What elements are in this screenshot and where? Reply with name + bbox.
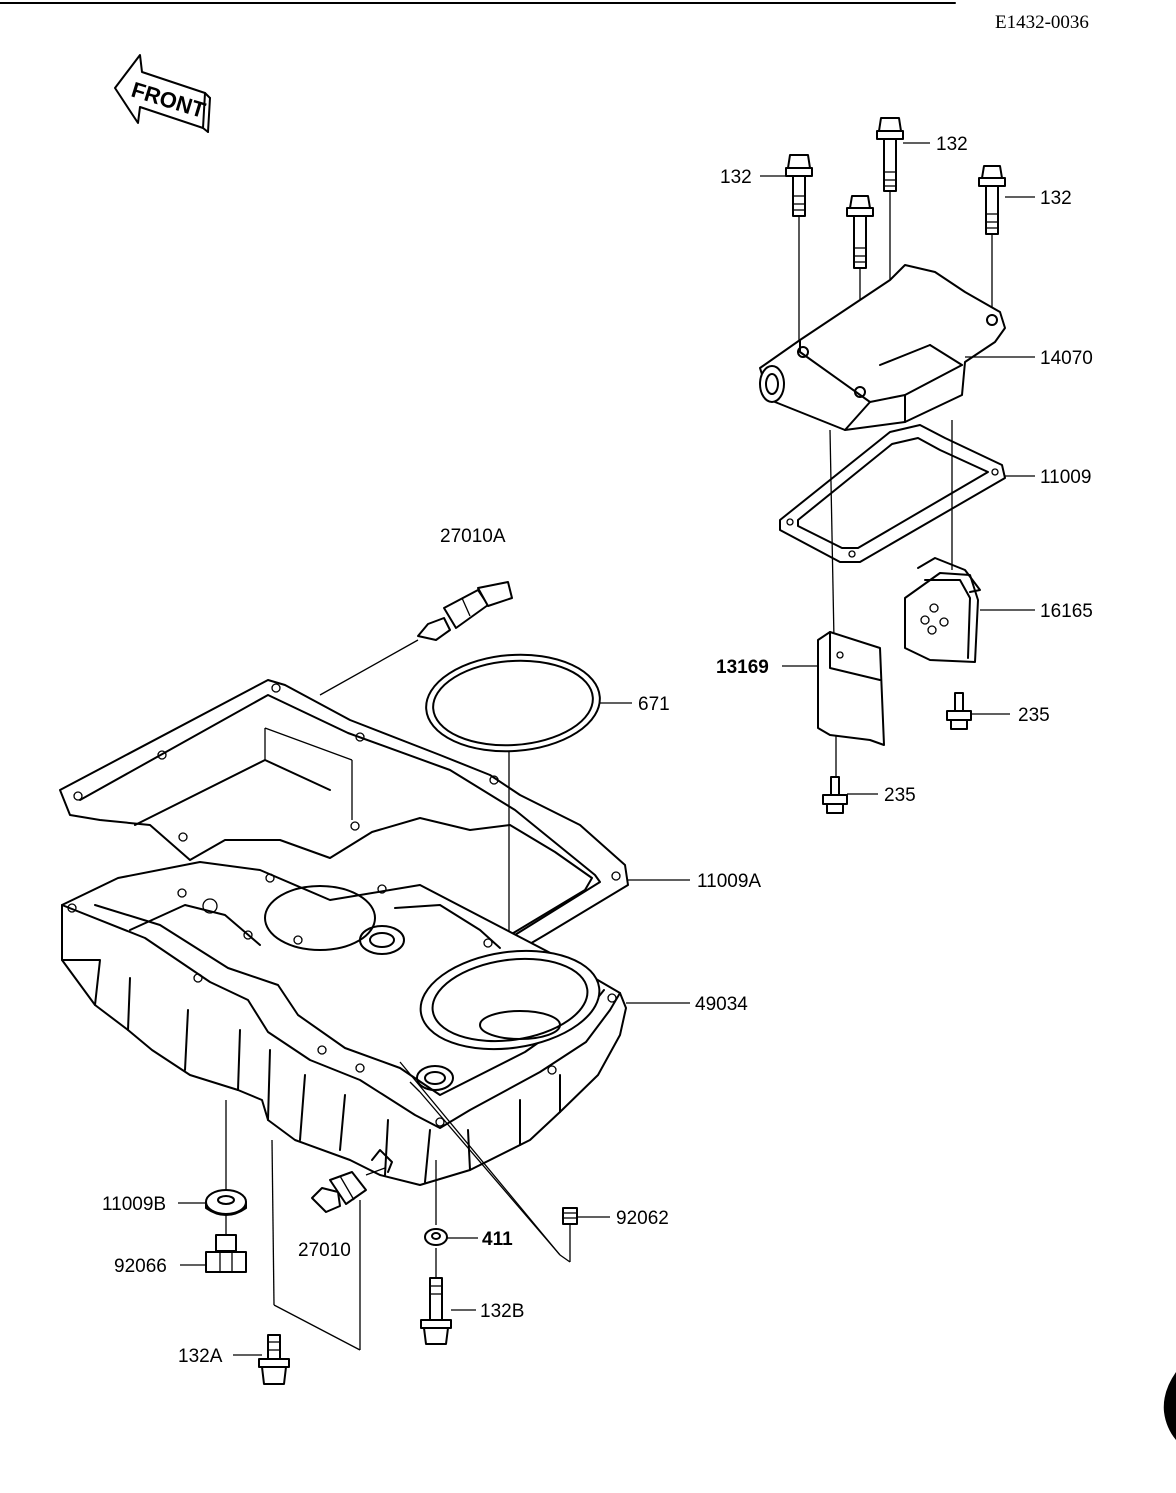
label-14070: 14070 (1040, 348, 1093, 369)
screw-235-bottom (822, 776, 848, 814)
bolt-132-left (785, 154, 813, 217)
reed-valve-16165 (904, 557, 981, 663)
label-235-right: 235 (1018, 705, 1050, 726)
label-49034: 49034 (695, 994, 748, 1015)
front-arrow-icon: FRONT (114, 54, 211, 133)
bolt-132-top (876, 117, 904, 192)
label-132B: 132B (480, 1301, 524, 1322)
label-11009A: 11009A (697, 871, 761, 892)
label-235-bottom: 235 (884, 785, 916, 806)
label-132-left: 132 (720, 167, 752, 188)
label-411: 411 (482, 1229, 513, 1250)
label-11009B: 11009B (102, 1194, 166, 1215)
label-92062: 92062 (616, 1208, 669, 1229)
label-11009: 11009 (1040, 467, 1091, 488)
bolt-132-middle (846, 195, 874, 269)
label-16165: 16165 (1040, 601, 1093, 622)
bolt-132B (420, 1277, 452, 1345)
document-id: E1432-0036 (995, 12, 1089, 33)
screw-235-right (946, 692, 972, 730)
plate-13169 (817, 631, 885, 746)
gasket-11009 (779, 424, 1006, 563)
sensor-27010 (311, 1167, 386, 1213)
drain-plug-92066 (205, 1234, 247, 1273)
washer-11009B (205, 1189, 247, 1216)
label-27010A: 27010A (440, 526, 506, 547)
washer-411 (424, 1228, 448, 1246)
oil-pan-49034 (61, 861, 627, 1256)
label-132-right: 132 (1040, 188, 1072, 209)
cover-14070 (759, 264, 1006, 431)
label-132A: 132A (178, 1346, 223, 1367)
page-edge-mark (1163, 1372, 1176, 1440)
label-671: 671 (638, 694, 670, 715)
o-ring-671 (425, 653, 601, 753)
bolt-132-right (978, 165, 1006, 235)
label-92066: 92066 (114, 1256, 167, 1277)
label-13169: 13169 (716, 657, 769, 678)
plug-92062 (562, 1207, 578, 1225)
label-27010: 27010 (298, 1240, 351, 1261)
sensor-27010A (417, 581, 513, 641)
bolt-132A (258, 1334, 290, 1385)
label-132-top: 132 (936, 134, 968, 155)
